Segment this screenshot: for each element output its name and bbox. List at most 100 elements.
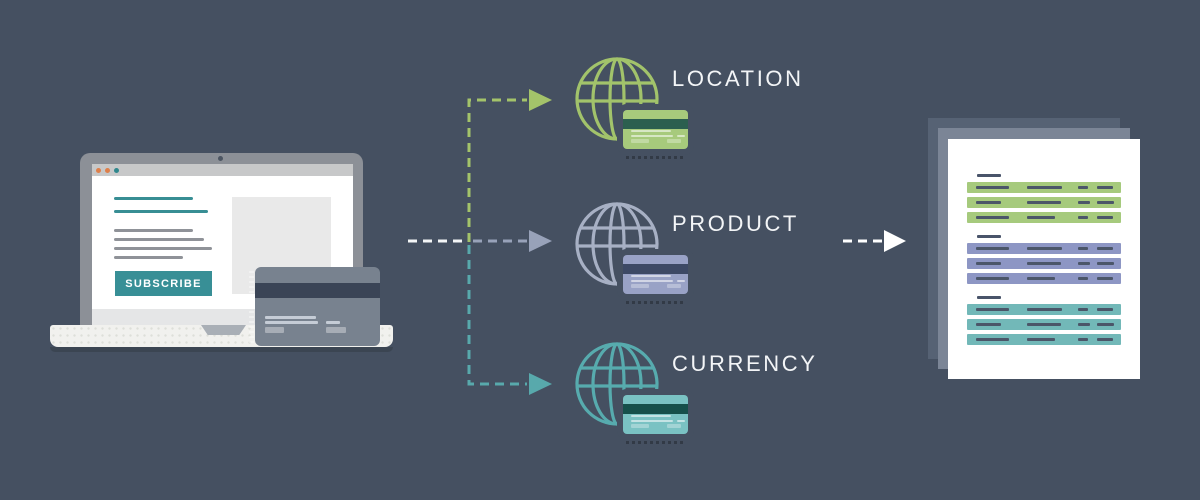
card-block (631, 284, 649, 288)
card-line (631, 279, 673, 282)
card-block (631, 424, 649, 428)
row-dash (1027, 262, 1061, 265)
report-row (967, 197, 1121, 208)
report-row (967, 243, 1121, 254)
row-dash (1097, 338, 1113, 341)
report-heading (977, 235, 1001, 238)
report-stack (928, 118, 1142, 382)
heading-line-placeholder (114, 197, 193, 200)
row-dash (1097, 308, 1113, 311)
card-number-line (265, 316, 316, 319)
row-dash (1078, 201, 1090, 204)
report-row (967, 334, 1121, 345)
card-line (631, 275, 671, 277)
flow-label-currency: CURRENCY (672, 351, 818, 376)
credit-card-icon (623, 255, 688, 304)
report-row (967, 182, 1121, 193)
flow-label-location: LOCATION (672, 66, 804, 91)
row-dash (1097, 216, 1113, 219)
row-dash (1097, 186, 1113, 189)
flow-label-product: PRODUCT (672, 211, 799, 236)
card-line (631, 130, 671, 132)
row-dash (976, 216, 1009, 219)
row-dash (976, 277, 1009, 280)
location-arrowhead-icon (529, 89, 552, 111)
card-block (667, 424, 681, 428)
card-number-line (326, 321, 340, 324)
card-block (631, 139, 649, 143)
browser-titlebar (92, 164, 353, 176)
row-dash (1078, 323, 1090, 326)
card-number-line (265, 321, 318, 324)
card-line (677, 419, 685, 422)
row-dash (1097, 201, 1114, 204)
row-dash (976, 201, 1001, 204)
row-dash (976, 338, 1009, 341)
card-stripe (623, 404, 688, 414)
currency-arrow-line (467, 245, 527, 386)
report-row (967, 304, 1121, 315)
row-dash (1027, 247, 1062, 250)
card-line (631, 419, 673, 422)
card-line (631, 415, 671, 417)
row-dash (1097, 247, 1113, 250)
card-line (631, 134, 673, 137)
row-dash (1078, 247, 1088, 250)
currency-arrowhead-icon (529, 373, 552, 395)
report-heading (977, 174, 1001, 177)
window-dot-icon (114, 168, 119, 173)
window-dot-icon (96, 168, 101, 173)
row-dash (1027, 201, 1061, 204)
card-stripe (623, 264, 688, 274)
card-block (667, 139, 681, 143)
row-dash (976, 247, 1009, 250)
row-dash (1027, 323, 1061, 326)
report-heading (977, 296, 1001, 299)
product-arrowhead-icon (529, 230, 552, 252)
row-dash (1027, 216, 1055, 219)
output-arrowhead-icon (884, 230, 906, 252)
report-row (967, 319, 1121, 330)
laptop-base-shadow (50, 347, 393, 352)
text-line-placeholder (114, 256, 183, 259)
laptop-notch (201, 325, 246, 335)
row-dash (1078, 216, 1088, 219)
heading-line-placeholder (114, 210, 208, 213)
row-dash (1078, 186, 1088, 189)
globe-icon (575, 342, 659, 426)
row-dash (1027, 338, 1055, 341)
report-page (948, 139, 1140, 379)
card-line (677, 279, 685, 282)
webcam-dot (218, 156, 223, 161)
globe-icon (575, 202, 659, 286)
subscribe-button[interactable]: SUBSCRIBE (115, 271, 212, 296)
credit-card-icon (623, 110, 688, 159)
row-dash (1078, 338, 1088, 341)
window-dot-icon (105, 168, 110, 173)
globe-icon (575, 57, 659, 141)
text-line-placeholder (114, 238, 204, 241)
flow-item-location: LOCATION (575, 55, 835, 159)
row-dash (1027, 308, 1062, 311)
card-dotted-edge (249, 271, 254, 343)
card-line (677, 134, 685, 137)
row-dash (1027, 186, 1062, 189)
row-dash (976, 308, 1009, 311)
row-dash (976, 186, 1009, 189)
row-dash (1097, 262, 1114, 265)
report-row (967, 258, 1121, 269)
flow-item-product: PRODUCT (575, 200, 835, 304)
row-dash (1097, 323, 1114, 326)
flow-item-currency: CURRENCY (575, 340, 835, 444)
row-dash (1027, 277, 1055, 280)
row-dash (1078, 262, 1090, 265)
credit-card-illustration (249, 267, 380, 346)
row-dash (976, 323, 1001, 326)
credit-card-icon (623, 395, 688, 444)
row-dash (1078, 277, 1088, 280)
location-arrow-line (467, 98, 527, 242)
row-dash (1078, 308, 1088, 311)
card-detail-block (326, 327, 346, 333)
card-detail-block (265, 327, 284, 333)
